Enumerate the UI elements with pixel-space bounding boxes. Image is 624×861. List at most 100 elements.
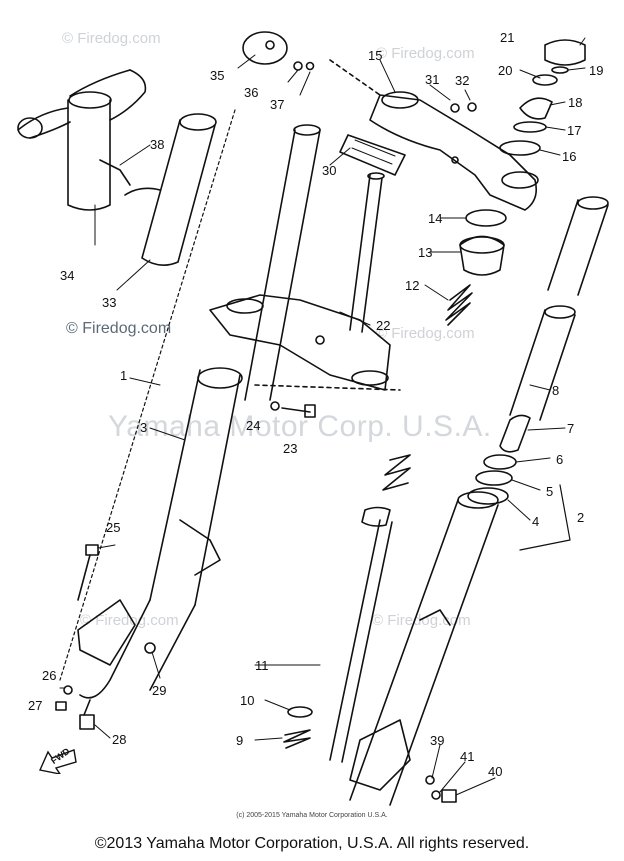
washer-35	[242, 31, 288, 65]
nut-32	[467, 102, 477, 112]
washer-39	[425, 775, 435, 785]
callout-18: 18	[568, 95, 583, 110]
callout-24: 24	[246, 418, 261, 433]
washer-41	[431, 790, 441, 800]
steering-stem-22	[209, 172, 391, 391]
callout-30: 30	[322, 163, 337, 178]
watermark-firedog: © Firedog.com	[62, 30, 161, 47]
callout-19: 19	[589, 63, 604, 78]
callout-25: 25	[106, 520, 121, 535]
outer-tube-right-2	[349, 491, 499, 806]
callout-21: 21	[500, 30, 515, 45]
callout-14: 14	[428, 211, 443, 226]
callout-23: 23	[283, 441, 298, 456]
callout-20: 20	[498, 63, 513, 78]
nut-27	[55, 701, 67, 711]
copyright-notice: ©2013 Yamaha Motor Corporation, U.S.A. A…	[94, 835, 530, 852]
bearing-14	[465, 209, 507, 227]
callout-7: 7	[567, 421, 575, 436]
callout-13: 13	[418, 245, 433, 260]
callout-37: 37	[270, 97, 285, 112]
fork-cover-right	[547, 196, 609, 296]
nut-36	[293, 61, 303, 71]
callout-5: 5	[546, 484, 554, 499]
watermark-firedog: © Firedog.com	[376, 45, 475, 62]
washer-26	[63, 685, 73, 695]
washer-17	[513, 121, 547, 133]
cap-21	[544, 39, 586, 66]
bolt-25	[77, 544, 99, 601]
cap-18	[519, 97, 553, 120]
callout-32: 32	[455, 73, 470, 88]
bearing-13	[459, 235, 505, 276]
washer-37	[305, 61, 315, 71]
guide-line	[254, 384, 401, 391]
inner-tube-left	[244, 124, 321, 401]
callout-38: 38	[150, 137, 165, 152]
bolt-40	[441, 789, 457, 803]
watermark-firedog: © Firedog.com	[80, 612, 179, 629]
spring-12	[445, 284, 473, 326]
callout-40: 40	[488, 764, 503, 779]
upper-bracket-15	[329, 59, 539, 211]
callout-31: 31	[425, 72, 440, 87]
watermark-firedog: © Firedog.com	[66, 320, 172, 337]
callout-10: 10	[240, 693, 255, 708]
washer-19	[551, 66, 569, 74]
nut-20	[532, 74, 558, 86]
callout-34: 34	[60, 268, 75, 283]
callout-39: 39	[430, 733, 445, 748]
callout-33: 33	[102, 295, 117, 310]
washer-5	[475, 470, 513, 486]
drain-bolt-28	[79, 699, 95, 730]
fwd-arrow-icon	[39, 749, 77, 774]
callout-17: 17	[567, 123, 582, 138]
callout-6: 6	[556, 452, 564, 467]
leader-lines	[59, 37, 586, 796]
callout-22: 22	[376, 318, 391, 333]
handlebar-pad-30	[339, 134, 406, 176]
callout-29: 29	[152, 683, 167, 698]
ring-10	[287, 706, 313, 718]
callout-12: 12	[405, 278, 420, 293]
spring-9	[283, 729, 311, 749]
bushing-4	[467, 487, 509, 505]
damper-rod-11	[329, 519, 393, 763]
callout-11: 11	[255, 658, 269, 673]
callout-41: 41	[460, 749, 475, 764]
fork-cover-33	[124, 113, 217, 266]
callout-26: 26	[42, 668, 57, 683]
bolt-31	[450, 103, 460, 113]
watermark-yamaha: Yamaha Motor Corp. U.S.A.	[108, 410, 492, 443]
ring-nut-16	[499, 140, 541, 156]
callout-35: 35	[210, 68, 225, 83]
spring-center	[361, 454, 411, 527]
washer-24	[270, 401, 280, 411]
outer-tube-left-3	[79, 367, 243, 699]
callout-4: 4	[532, 514, 540, 529]
fork-boot-8	[509, 305, 576, 421]
watermark-firedog: © Firedog.com	[376, 325, 475, 342]
callout-36: 36	[244, 85, 259, 100]
callout-15: 15	[368, 48, 383, 63]
bracket-line	[519, 484, 571, 551]
callout-9: 9	[236, 733, 244, 748]
dust-seal-7	[499, 414, 531, 453]
callout-16: 16	[562, 149, 577, 164]
callout-3: 3	[140, 420, 148, 435]
bolt-29	[144, 642, 156, 654]
oil-seal-6	[483, 454, 517, 470]
axle-holder	[77, 599, 136, 666]
bolt-23	[281, 404, 316, 418]
guide-line	[59, 109, 236, 681]
callout-27: 27	[28, 698, 43, 713]
callout-1: 1	[120, 368, 128, 383]
callout-28: 28	[112, 732, 127, 747]
small-copyright: (c) 2005-2015 Yamaha Motor Corporation U…	[236, 812, 388, 819]
headlight-bracket-34	[17, 69, 147, 211]
watermark-firedog: © Firedog.com	[372, 612, 471, 629]
callout-2: 2	[577, 510, 585, 525]
callout-8: 8	[552, 383, 560, 398]
